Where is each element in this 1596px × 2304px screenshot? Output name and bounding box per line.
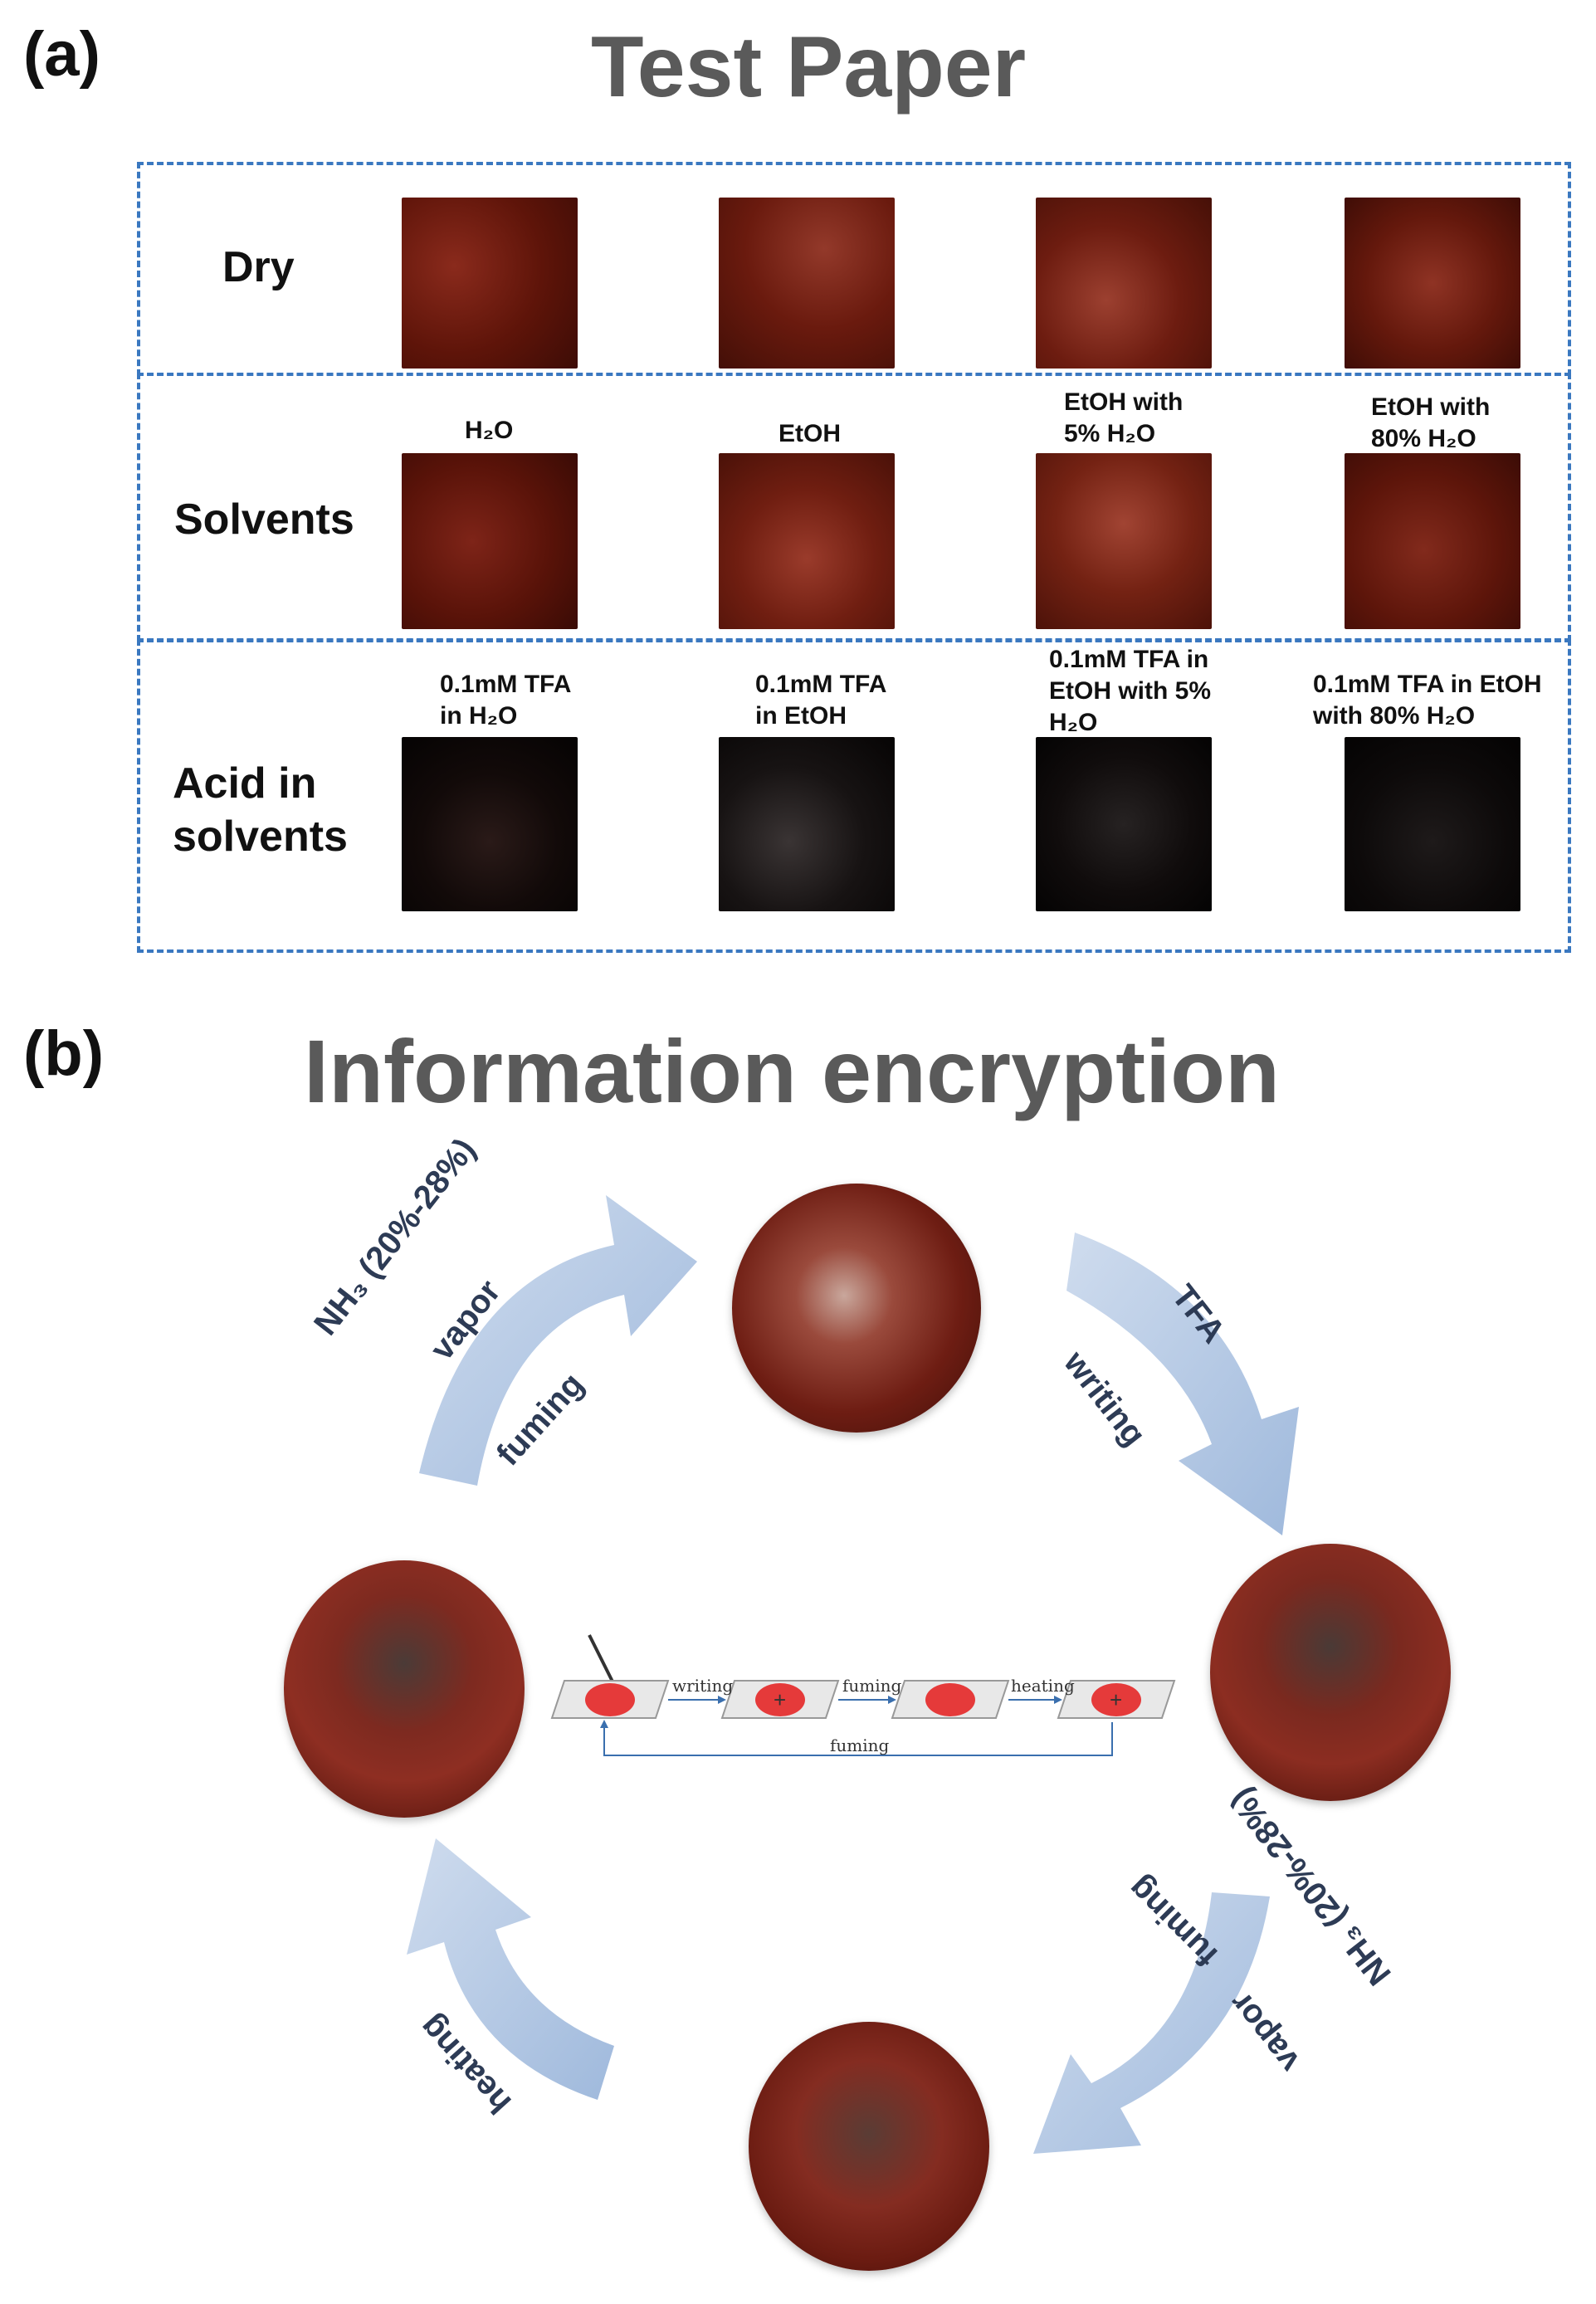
- swatch-acid-3: [1036, 737, 1212, 911]
- arrow-top-right: [1066, 1233, 1299, 1535]
- panel-a-label: (a): [23, 19, 100, 90]
- swatch-solvents-1: [402, 453, 578, 629]
- swatch-solvents-2: [719, 453, 895, 629]
- disk-left: [284, 1560, 525, 1818]
- cond-acid-1: 0.1mM TFA in H₂O: [440, 671, 572, 730]
- swatch-dry-2: [719, 198, 895, 369]
- panel-b-label: (b): [23, 1018, 105, 1089]
- arrow-bottom-right: [1033, 1892, 1270, 2154]
- plate-4-dot: [1091, 1683, 1141, 1716]
- dry-row-box: [137, 162, 1571, 376]
- cond-acid-2: 0.1mM TFA in EtOH: [755, 671, 887, 730]
- swatch-dry-3: [1036, 198, 1212, 369]
- swatch-acid-2: [719, 737, 895, 911]
- swatch-solvents-4: [1345, 453, 1520, 629]
- cond-acid-3: 0.1mM TFA in EtOH with 5% H₂O: [1049, 646, 1212, 736]
- disk-bottom: [749, 2022, 989, 2271]
- swatch-acid-1: [402, 737, 578, 911]
- row-label-dry: Dry: [222, 243, 295, 291]
- acid-row-box: [137, 639, 1571, 953]
- cycle-arrows: [407, 1195, 1299, 2154]
- svg-text:+: +: [774, 1687, 786, 1712]
- schem-return: fuming: [830, 1735, 890, 1755]
- swatch-solvents-3: [1036, 453, 1212, 629]
- plate-3-dot: [925, 1683, 975, 1716]
- cond-acid-4: 0.1mM TFA in EtOH with 80% H₂O: [1313, 671, 1542, 730]
- cond-solvents-2: EtOH: [778, 420, 841, 447]
- schem-step2: fuming: [842, 1676, 902, 1696]
- disk-right: [1210, 1544, 1451, 1801]
- cond-solvents-3: EtOH with 5% H₂O: [1064, 388, 1184, 447]
- swatch-acid-4: [1345, 737, 1520, 911]
- cond-solvents-4: EtOH with 80% H₂O: [1371, 393, 1491, 452]
- panel-b-title: Information encryption: [304, 1021, 1281, 1121]
- row-label-solvents: Solvents: [174, 495, 354, 544]
- process-schematic: + + writing fuming heating fuming: [550, 1634, 1176, 1756]
- arrow-bottom-left: [407, 1838, 614, 2100]
- plate-2-dot: [755, 1683, 805, 1716]
- disk-top: [732, 1184, 981, 1433]
- plate-1-dot: [585, 1683, 635, 1716]
- swatch-dry-1: [402, 198, 578, 369]
- panel-a-title: Test Paper: [591, 19, 1027, 115]
- cond-solvents-1: H₂O: [465, 417, 514, 444]
- schem-step3: heating: [1011, 1676, 1075, 1696]
- schem-step1: writing: [672, 1676, 733, 1696]
- svg-text:+: +: [1110, 1687, 1122, 1712]
- row-label-acid: Acid in solvents: [173, 759, 348, 861]
- swatch-dry-4: [1345, 198, 1520, 369]
- arrow-top-left: [419, 1195, 697, 1486]
